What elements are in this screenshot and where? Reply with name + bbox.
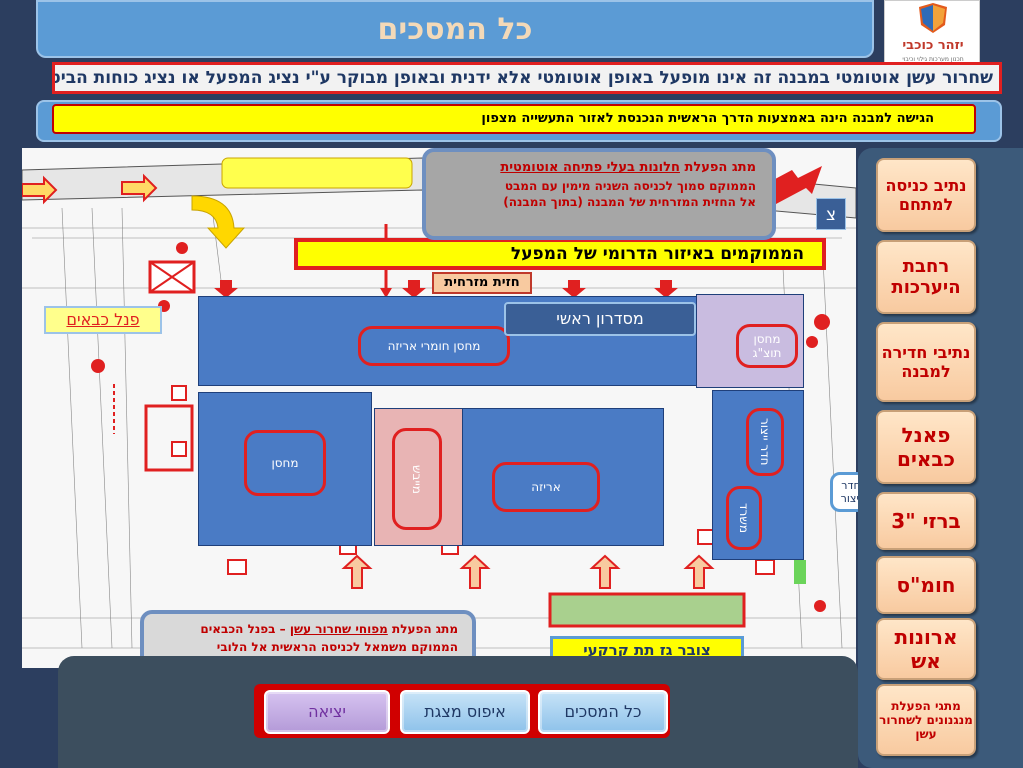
door-arrow-icons [214, 280, 678, 298]
tozag-storage-label: מחסן תוצ"ג [736, 324, 798, 368]
logo-tagline: תכנון מערכות גילוי וכיבוי [902, 56, 963, 63]
callout-bottom-line2: הממוקם משמאל לכניסה הראשית אל הלובי [216, 640, 458, 654]
smoke-fan-callout: מתג הפעלת מפוחי שחרור עשן – בפנל הכבאים … [140, 610, 476, 674]
tozag-storage-area [696, 294, 804, 388]
callout-bottom-underline: מפוחי שחרור עשן [289, 622, 388, 636]
hazard-icons [91, 242, 830, 612]
logo-shield-icon: יזהר כוכבי תכנון מערכות גילוי וכיבוי [902, 3, 964, 63]
dryer-label: מייבש [392, 428, 442, 530]
south-location-note: הממוקמים באיזור הדרומי של המפעל [294, 238, 826, 270]
production-room-label: חדר ייצור [746, 408, 784, 476]
storage-block [198, 392, 372, 546]
packing-storage-label: מחסן חומרי אריזה [358, 326, 510, 366]
callout-top-prefix: מתג הפעלת [679, 160, 756, 175]
sidebar-item-hydrants[interactable]: ברזי "3 [876, 492, 976, 550]
callout-top-line3: אל החזית המזרחית של המבנה (בתוך המבנה) [503, 195, 756, 209]
main-corridor-label: מסדרון ראשי [504, 302, 696, 336]
curved-arrow-icon [191, 195, 246, 249]
sidebar-item-penetration-routes[interactable]: נתיבי חדירה למבנה [876, 322, 976, 402]
green-area [548, 592, 746, 628]
access-note: הגישה למבנה הינה באמצעות הדרך הראשית הנכ… [52, 104, 976, 134]
page-title: כל המסכים [377, 12, 533, 47]
window-switch-callout: מתג הפעלת חלונות בעלי פתיחה אוטומטית הממ… [422, 148, 776, 240]
entry-arrow-icon [22, 175, 58, 205]
door-up-arrow-icons [341, 554, 715, 589]
site-map: מחסן חומרי אריזה מחסן תוצ"ג מחסן מייבש א… [22, 148, 856, 668]
callout-top-underline: חלונות בעלי פתיחה אוטומטית [500, 160, 680, 175]
sidebar-item-hazmat[interactable]: חומ"ס [876, 556, 976, 614]
sidebar-item-fire-cabinets[interactable]: ארונות אש [876, 618, 976, 680]
callout-top-line2: הממוקם סמוך לכניסה השניה מימין עם המבט [504, 179, 756, 193]
all-screens-button[interactable]: כל המסכים [538, 690, 668, 734]
reset-button[interactable]: איפוס מצגת [400, 690, 530, 734]
sidebar-item-smoke-switches[interactable]: מתגי הפעלת מנגנונים לשחרור עשן [876, 684, 976, 756]
callout-bottom-prefix: מתג הפעלת [387, 622, 458, 636]
logo: יזהר כוכבי תכנון מערכות גילוי וכיבוי [884, 0, 980, 66]
fire-panel-marker [144, 404, 194, 472]
office-label: משרד [726, 486, 762, 550]
exit-button[interactable]: יציאה [264, 690, 390, 734]
callout-bottom-suffix: – בפנל הכבאים [200, 622, 290, 636]
sidebar-item-staging-area[interactable]: רחבת היערכות [876, 240, 976, 314]
auto-smoke-warning: שחרור עשן אוטומטי במבנה זה אינו מופעל בא… [52, 62, 1002, 94]
north-mark-icon: צ [816, 198, 846, 230]
sidebar-item-entry-route[interactable]: נתיב כניסה למתחם [876, 158, 976, 232]
storage-label: מחסן [244, 430, 326, 496]
fire-panel-tag: פנל כבאים [44, 306, 162, 334]
entry-arrow-red-icon [762, 166, 822, 204]
green-marker [794, 560, 806, 584]
east-front-label: חזית מזרחית [432, 272, 532, 294]
packing-label: אריזה [492, 462, 600, 512]
logo-name: יזהר כוכבי [902, 38, 963, 53]
packing-block [462, 408, 664, 546]
title-bar: כל המסכים [36, 0, 874, 58]
map-yellow-strip [221, 157, 413, 189]
dryer-block [374, 408, 464, 546]
sidebar-item-fire-panel[interactable]: פאנל כבאים [876, 410, 976, 484]
entry-arrow-icon [121, 173, 158, 203]
